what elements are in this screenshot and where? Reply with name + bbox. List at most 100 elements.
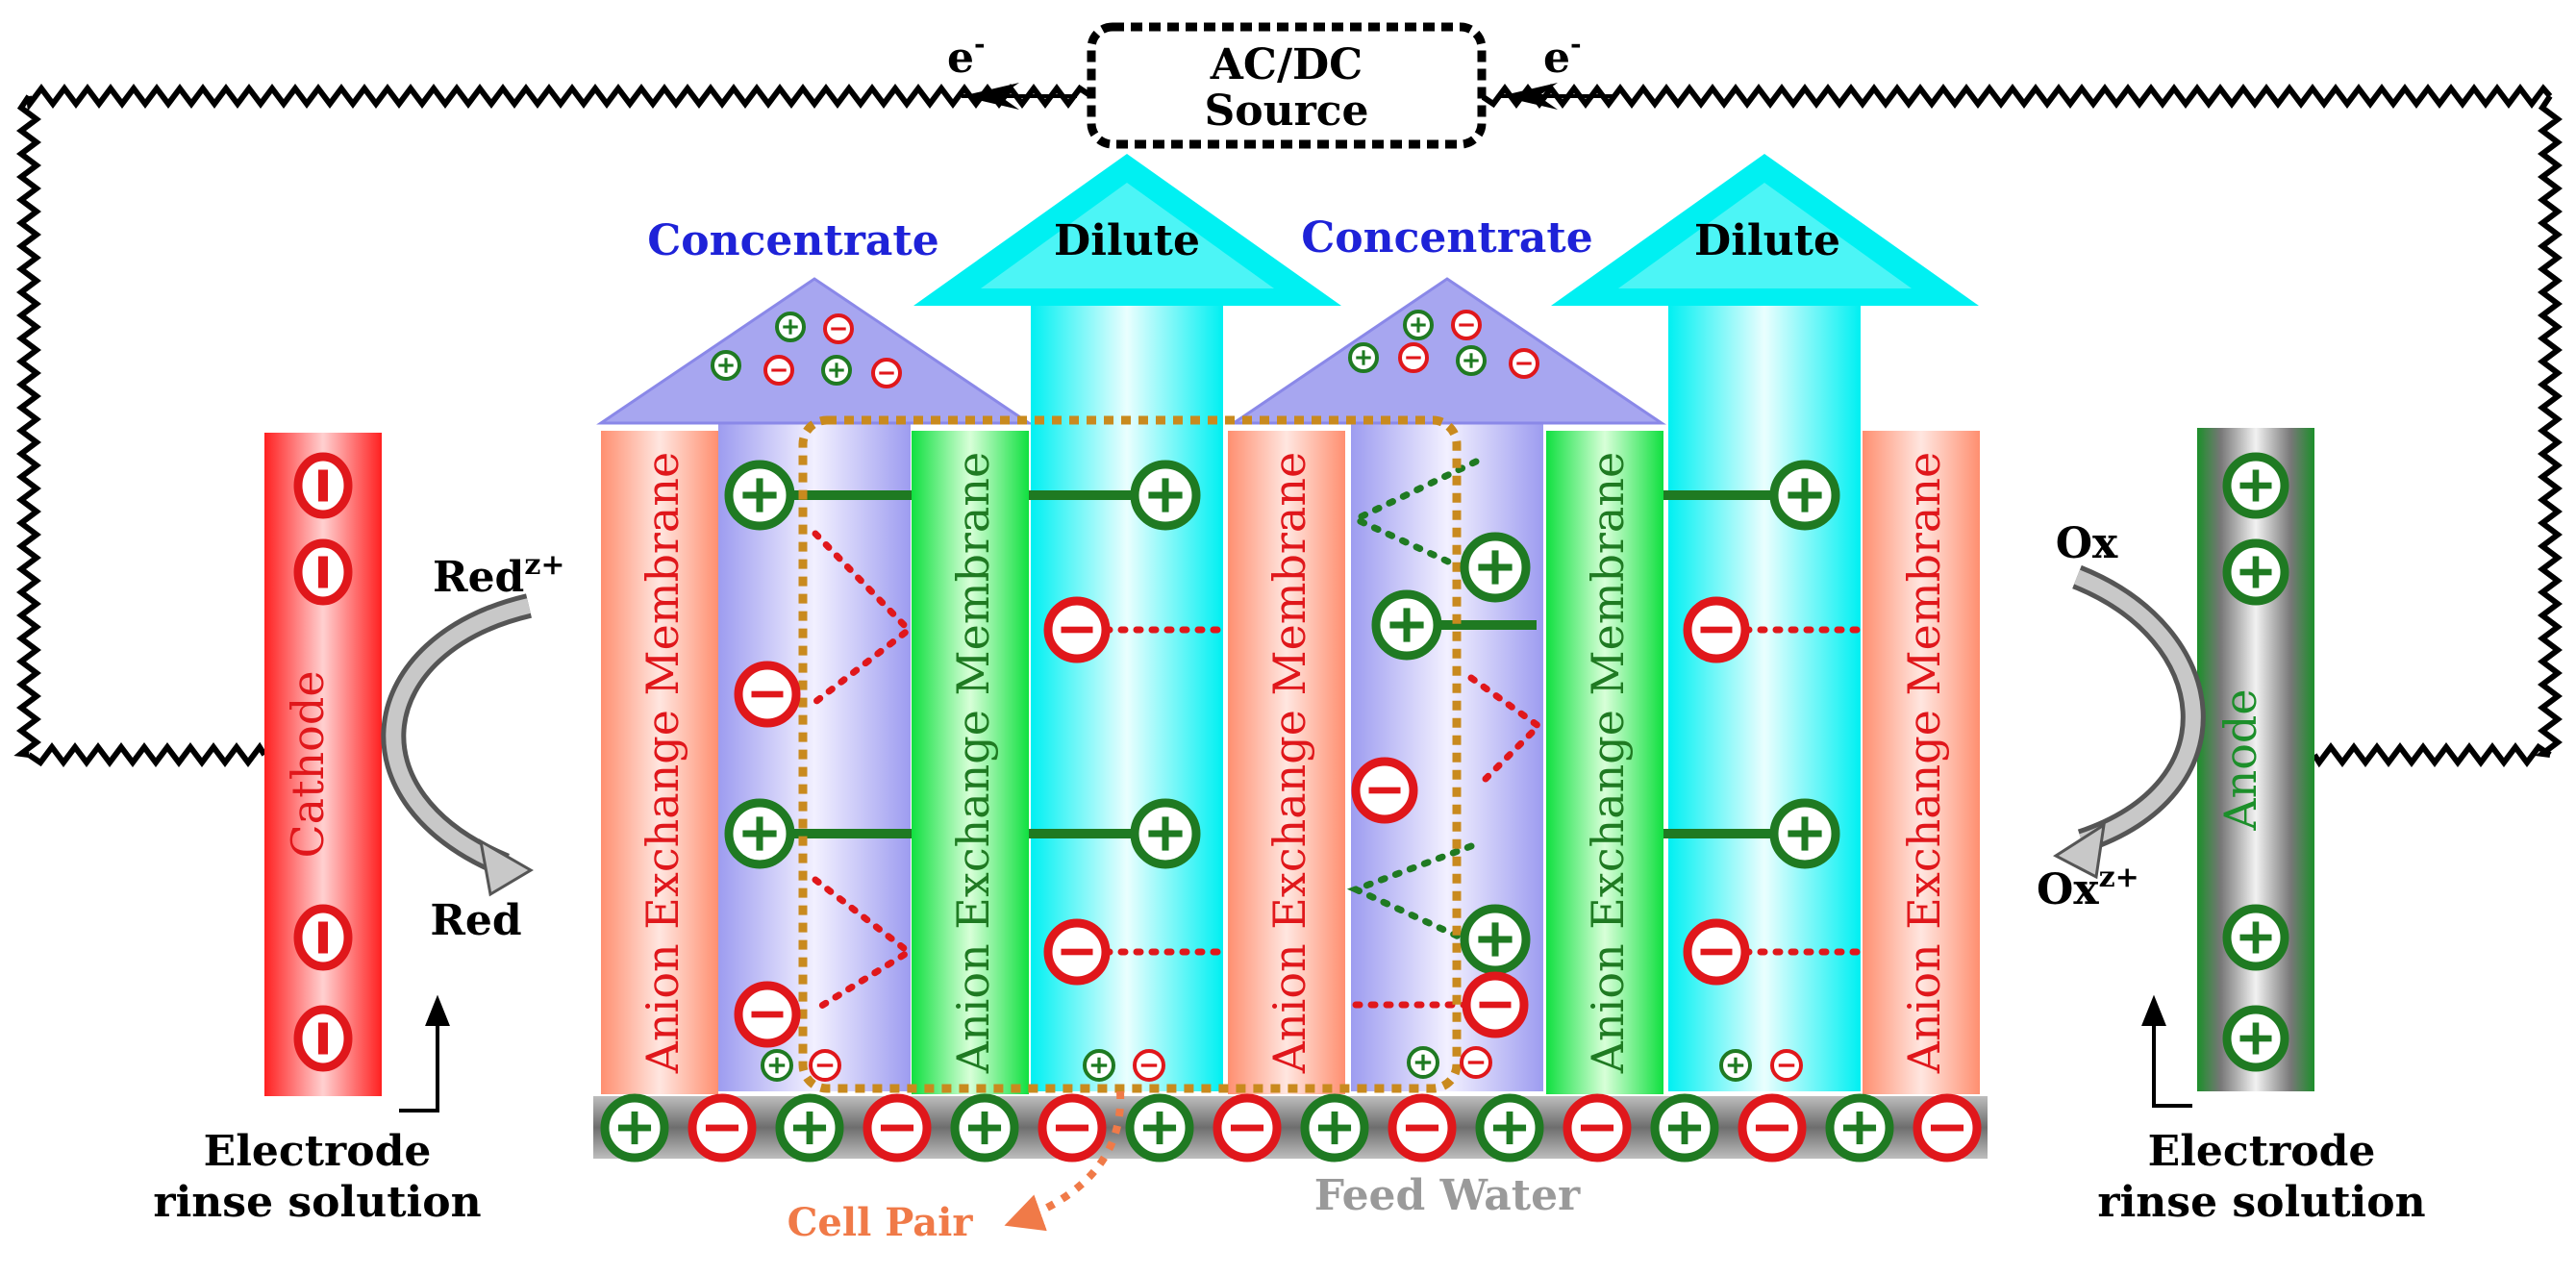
anion-icon	[734, 661, 801, 728]
anion-icon	[293, 904, 353, 971]
anion-icon	[1398, 342, 1429, 373]
anion-icon	[1913, 1093, 1982, 1162]
cation-icon	[1460, 904, 1531, 975]
anion-icon	[1038, 1093, 1107, 1162]
cation-icon	[1130, 798, 1201, 869]
electron-arrow-left	[962, 83, 1077, 110]
anion-icon	[809, 1049, 841, 1082]
electron-label-left: e-	[947, 28, 986, 83]
cation-icon	[1348, 342, 1379, 373]
cation-icon	[2222, 904, 2289, 971]
cation-icon	[2222, 1005, 2289, 1072]
anion-icon	[293, 538, 353, 606]
stream-label-dilute-1: Dilute	[1054, 216, 1200, 265]
concentrate-channel-1	[596, 277, 1034, 1091]
rinse-left-line1: Electrode	[204, 1127, 432, 1176]
anion-icon	[1133, 1049, 1165, 1082]
cell-pair-label: Cell Pair	[788, 1200, 974, 1245]
anion-icon	[1509, 348, 1539, 379]
cation-icon	[724, 460, 795, 531]
cathode-label: Cathode	[282, 670, 334, 858]
rinse-arrow-right	[2141, 994, 2192, 1108]
cation-icon	[600, 1093, 669, 1162]
source-label-line2: Source	[1204, 87, 1368, 136]
dotted-cation-paths	[1346, 458, 1480, 946]
anion-icon	[1388, 1093, 1457, 1162]
cation-icon	[2222, 538, 2289, 606]
cation-icon	[761, 1049, 793, 1082]
membrane-label-2: Anion Exchange Membrane	[947, 452, 999, 1074]
membrane-2	[912, 431, 1029, 1094]
anion-icon	[863, 1093, 932, 1162]
cation-icon	[1460, 532, 1531, 603]
electron-label-right: e-	[1543, 28, 1582, 83]
cation-icon	[950, 1093, 1019, 1162]
rinse-right-line2: rinse solution	[2097, 1178, 2425, 1227]
feed-water-label: Feed Water	[1314, 1171, 1581, 1220]
ac-dc-source: AC/DC Source	[1087, 22, 1487, 149]
cation-icon	[775, 1093, 844, 1162]
reaction-right-product: Oxz+	[2037, 861, 2139, 914]
anion-icon	[1683, 596, 1750, 663]
cation-icon	[1371, 589, 1442, 661]
membrane-5	[1863, 431, 1980, 1094]
cation-icon	[1719, 1049, 1752, 1082]
ions-layer	[293, 310, 2289, 1162]
cation-icon	[1403, 310, 1434, 340]
dotted-anion-paths	[812, 530, 1864, 1013]
anion-icon	[1043, 918, 1111, 986]
cation-icon	[711, 350, 741, 381]
cation-icon	[1475, 1093, 1544, 1162]
cation-icon	[1083, 1049, 1115, 1082]
cation-icon	[1300, 1093, 1369, 1162]
rinse-arrow-left	[399, 994, 450, 1112]
membrane-1	[601, 431, 718, 1094]
cation-icon	[1125, 1093, 1194, 1162]
anion-icon	[1683, 918, 1750, 986]
membrane-label-1: Anion Exchange Membrane	[637, 452, 688, 1074]
reaction-left-reactant: Redz+	[433, 548, 565, 602]
cation-icon	[1407, 1046, 1439, 1079]
cation-icon	[1130, 460, 1201, 531]
anion-icon	[1462, 971, 1529, 1038]
rinse-left-line2: rinse solution	[153, 1178, 481, 1227]
reaction-right-reactant: Ox	[2056, 519, 2118, 568]
anion-icon	[1043, 596, 1111, 663]
reaction-left-product: Red	[430, 896, 521, 945]
anion-icon	[1213, 1093, 1282, 1162]
anion-icon	[823, 313, 854, 344]
anion-icon	[688, 1093, 757, 1162]
reaction-arrow-cathode	[381, 593, 534, 897]
cation-icon	[821, 355, 852, 386]
cation-icon	[2222, 452, 2289, 519]
membrane-4	[1546, 431, 1663, 1094]
anion-icon	[1351, 757, 1418, 824]
cation-icon	[1456, 345, 1487, 376]
stream-label-dilute-2: Dilute	[1694, 216, 1840, 265]
membrane-label-4: Anion Exchange Membrane	[1582, 452, 1634, 1074]
anion-icon	[1563, 1093, 1632, 1162]
membrane-label-3: Anion Exchange Membrane	[1263, 452, 1315, 1074]
cation-icon	[1825, 1093, 1894, 1162]
anion-icon	[1738, 1093, 1807, 1162]
electron-arrow-right	[1500, 83, 1615, 110]
anion-icon	[293, 1005, 353, 1072]
stream-label-concentrate-1: Concentrate	[647, 216, 938, 265]
anion-icon	[293, 452, 353, 519]
anion-icon	[734, 981, 801, 1048]
cathode: Cathode	[264, 433, 382, 1096]
cation-icon	[1650, 1093, 1719, 1162]
source-label-line1: AC/DC	[1210, 40, 1363, 89]
anion-icon	[1460, 1046, 1492, 1079]
membrane-label-5: Anion Exchange Membrane	[1898, 452, 1950, 1074]
anion-icon	[871, 358, 902, 388]
cation-icon	[724, 798, 795, 869]
anode: Anode	[2197, 428, 2314, 1091]
anion-icon	[1770, 1049, 1803, 1082]
rinse-right-line1: Electrode	[2148, 1127, 2376, 1176]
cation-icon	[775, 312, 806, 342]
stream-label-concentrate-2: Concentrate	[1301, 213, 1592, 262]
membrane-3	[1228, 431, 1345, 1094]
cell-pair-box	[798, 415, 1462, 1232]
